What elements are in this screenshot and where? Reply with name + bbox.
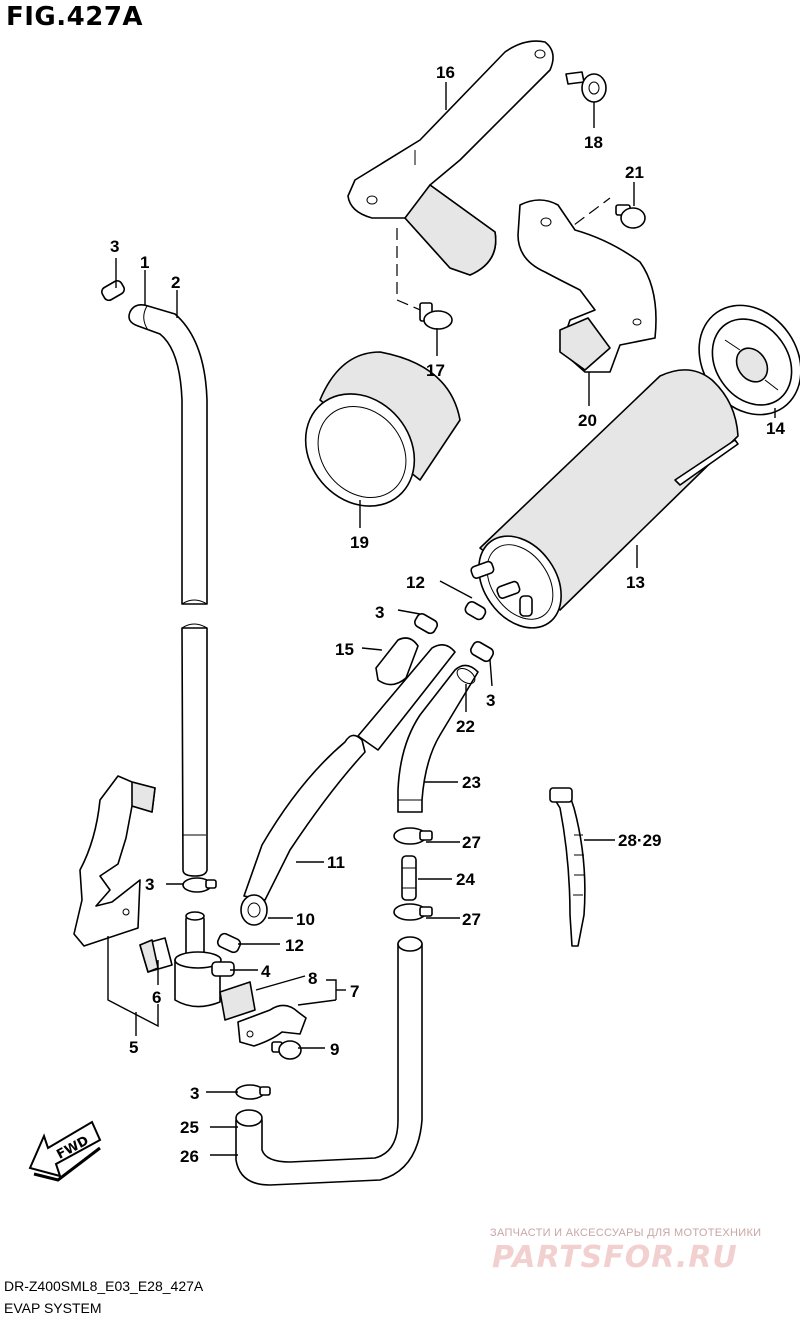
callout-26: 26	[180, 1147, 199, 1166]
hose-11-part	[240, 644, 456, 926]
callout-6: 6	[152, 988, 161, 1007]
callout-17: 17	[426, 361, 445, 380]
callout-3-right-a: 3	[375, 603, 384, 622]
callout-8: 8	[308, 969, 317, 988]
callout-13: 13	[626, 573, 645, 592]
callout-4: 4	[261, 962, 271, 981]
callout-20: 20	[578, 411, 597, 430]
callout-9: 9	[330, 1040, 339, 1059]
clamp-12-lower-part	[216, 932, 242, 954]
callout-3-mid: 3	[145, 875, 154, 894]
callout-18: 18	[584, 133, 603, 152]
valve-4-part	[174, 911, 235, 1008]
cushion-6-part	[139, 937, 173, 973]
callout-1: 1	[140, 253, 149, 272]
callout-2: 2	[171, 273, 180, 292]
callout-27-upper: 27	[462, 833, 481, 852]
callout-24: 24	[456, 870, 475, 889]
bolt-17-part	[396, 228, 453, 330]
callout-12-lower: 12	[285, 936, 304, 955]
callout-19: 19	[350, 533, 369, 552]
section-name: EVAP SYSTEM	[4, 1300, 102, 1316]
callout-3-bottom: 3	[190, 1084, 199, 1103]
bolt-9-part	[271, 1040, 302, 1060]
clamp-3-mid-part	[182, 877, 217, 893]
joint-24-part	[401, 855, 417, 901]
model-code: DR-Z400SML8_E03_E28_427A	[4, 1278, 204, 1294]
callout-23: 23	[462, 773, 481, 792]
callout-28-29: 28·29	[618, 831, 661, 850]
fwd-arrow-icon: FWD	[28, 1120, 102, 1182]
cap-14-part	[698, 304, 800, 416]
callout-11: 11	[327, 853, 345, 872]
callout-12-upper: 12	[406, 573, 425, 592]
bracket-5-part	[73, 775, 156, 947]
clamp-3-top-part	[101, 280, 126, 302]
figure-title: FIG.427A	[6, 2, 144, 32]
callout-3-top: 3	[110, 237, 119, 256]
callout-27-lower: 27	[462, 910, 481, 929]
bolt-18-part	[565, 71, 607, 103]
callout-5: 5	[129, 1038, 138, 1057]
cable-tie-28-29-part	[549, 787, 586, 947]
clamp-3-top-right-a-part	[414, 613, 439, 635]
callout-21: 21	[625, 163, 644, 182]
bracket-16-part	[347, 40, 554, 276]
callout-10: 10	[296, 910, 315, 929]
clamp-27-lower-part	[393, 903, 433, 921]
callout-7: 7	[350, 982, 359, 1001]
canister-13-part	[470, 369, 739, 629]
callout-16: 16	[436, 63, 455, 82]
watermark-logo: PARTSFOR.RU	[492, 1240, 738, 1275]
callout-15: 15	[335, 640, 354, 659]
callout-3-right-b: 3	[486, 691, 495, 710]
cushion-8-part	[219, 981, 256, 1021]
callout-22: 22	[456, 717, 475, 736]
clamp-27-upper-part	[393, 827, 433, 845]
clamp-3-bottom-part	[235, 1084, 271, 1100]
callout-14: 14	[766, 419, 785, 438]
cushion-19-part	[304, 351, 461, 507]
holder-20-part	[517, 199, 657, 373]
hose-23-part	[397, 664, 479, 813]
hose-26-part	[235, 936, 423, 1186]
cap-15-part	[375, 637, 419, 686]
callout-25: 25	[180, 1118, 199, 1137]
clamp-3-top-right-b-part	[470, 641, 495, 663]
leader-lines	[107, 82, 776, 1156]
watermark-tagline: ЗАПЧАСТИ И АКСЕССУАРЫ ДЛЯ МОТОТЕХНИКИ	[490, 1227, 762, 1239]
clamp-12-upper-part	[464, 601, 487, 621]
clamp-7-part	[237, 1004, 307, 1047]
callout-labels: 3 1 2 16 18 21 17 20 14 19 13 12 3 15 3 …	[110, 63, 785, 1166]
